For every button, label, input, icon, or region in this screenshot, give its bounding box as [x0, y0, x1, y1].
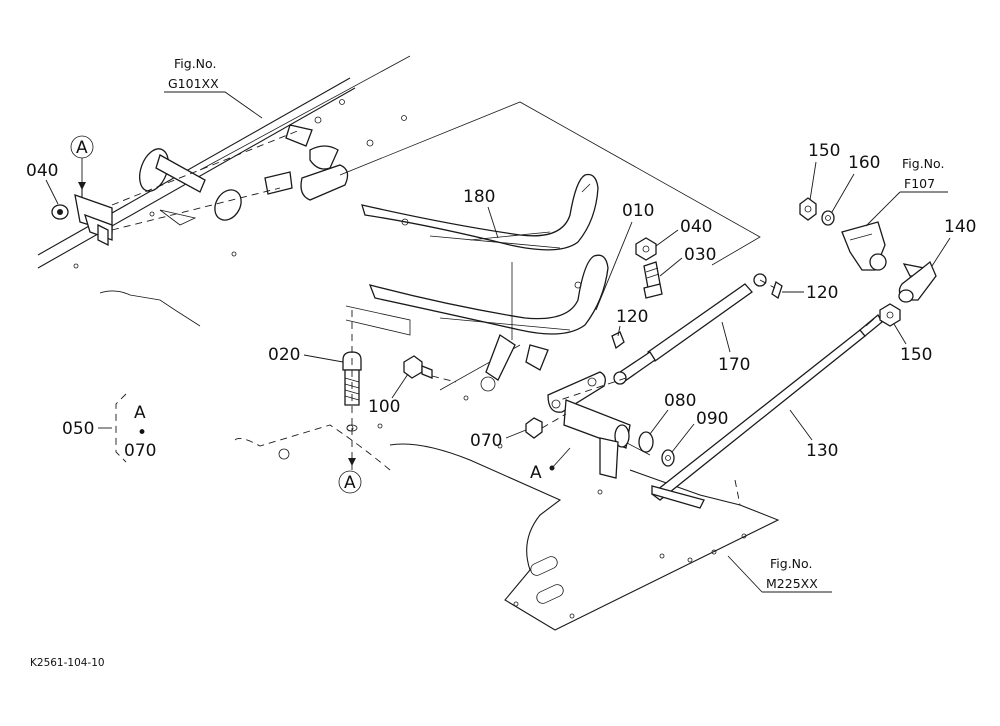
- label-100: 100: [368, 397, 400, 417]
- drawing-code: K2561-104-10: [30, 657, 105, 669]
- label-180: 180: [463, 187, 495, 207]
- label-120-top: 120: [806, 283, 838, 303]
- marker-a-bottom: A: [344, 473, 356, 493]
- nut-100: [403, 355, 457, 383]
- clip-120-mid: [611, 331, 625, 350]
- label-130: 130: [806, 441, 838, 461]
- ball-joint-140: [898, 260, 937, 303]
- label-020: 020: [268, 345, 300, 365]
- fig-ref-floor-title: Fig.No.: [770, 556, 812, 571]
- nut-150-bottom: [879, 303, 901, 327]
- label-050: 050: [62, 419, 94, 439]
- handle-010: [368, 254, 609, 381]
- construction-line-3: [734, 479, 741, 506]
- label-040-mid: 040: [680, 217, 712, 237]
- legend-part: 070: [124, 441, 156, 461]
- construction-line-1: [111, 129, 301, 206]
- marker-a-point: A: [530, 463, 542, 483]
- label-080: 080: [664, 391, 696, 411]
- label-090: 090: [696, 409, 728, 429]
- seat-frame-rail: [37, 55, 411, 269]
- label-120-mid: 120: [616, 307, 648, 327]
- washer-160: [821, 210, 835, 226]
- label-160: 160: [848, 153, 880, 173]
- handle-180: [361, 173, 599, 251]
- label-040-left: 040: [26, 161, 58, 181]
- legend-dot: •: [137, 423, 147, 443]
- bolt-020: [342, 310, 362, 470]
- fig-ref-pedal-title: Fig.No.: [902, 156, 944, 171]
- marker-a-top: A: [76, 138, 88, 158]
- left-clamp-assembly: [51, 188, 113, 247]
- fig-ref-floor-code: M225XX: [766, 576, 818, 591]
- floor-panel: [99, 290, 780, 631]
- fig-ref-seat-title: Fig.No.: [174, 56, 216, 71]
- label-150-bottom: 150: [900, 345, 932, 365]
- bolt-030: [643, 261, 663, 299]
- washers-080-090: [638, 431, 675, 467]
- fig-ref-pedal-code: F107: [904, 176, 935, 191]
- label-070: 070: [470, 431, 502, 451]
- seat-bracket-assembly: [139, 124, 349, 226]
- gas-spring-170: [559, 273, 767, 401]
- fig-ref-seat-code: G101XX: [168, 76, 219, 91]
- label-170: 170: [718, 355, 750, 375]
- callouts: 040 A Fig.No. G101XX 180 010 040 030 120…: [26, 56, 976, 593]
- label-010: 010: [622, 201, 654, 221]
- construction-line-2: [111, 187, 281, 231]
- label-030: 030: [684, 245, 716, 265]
- clip-120-top: [759, 279, 783, 300]
- label-140: 140: [944, 217, 976, 237]
- nut-150-top: [799, 197, 817, 221]
- nut-040-mid: [635, 237, 657, 261]
- label-150-top: 150: [808, 141, 840, 161]
- pivot-assembly: [525, 371, 631, 479]
- pedal-bracket: [841, 221, 887, 271]
- legend-letter: A: [134, 403, 146, 423]
- rod-130: [650, 314, 883, 509]
- legend-050: 050 A • 070: [62, 393, 156, 463]
